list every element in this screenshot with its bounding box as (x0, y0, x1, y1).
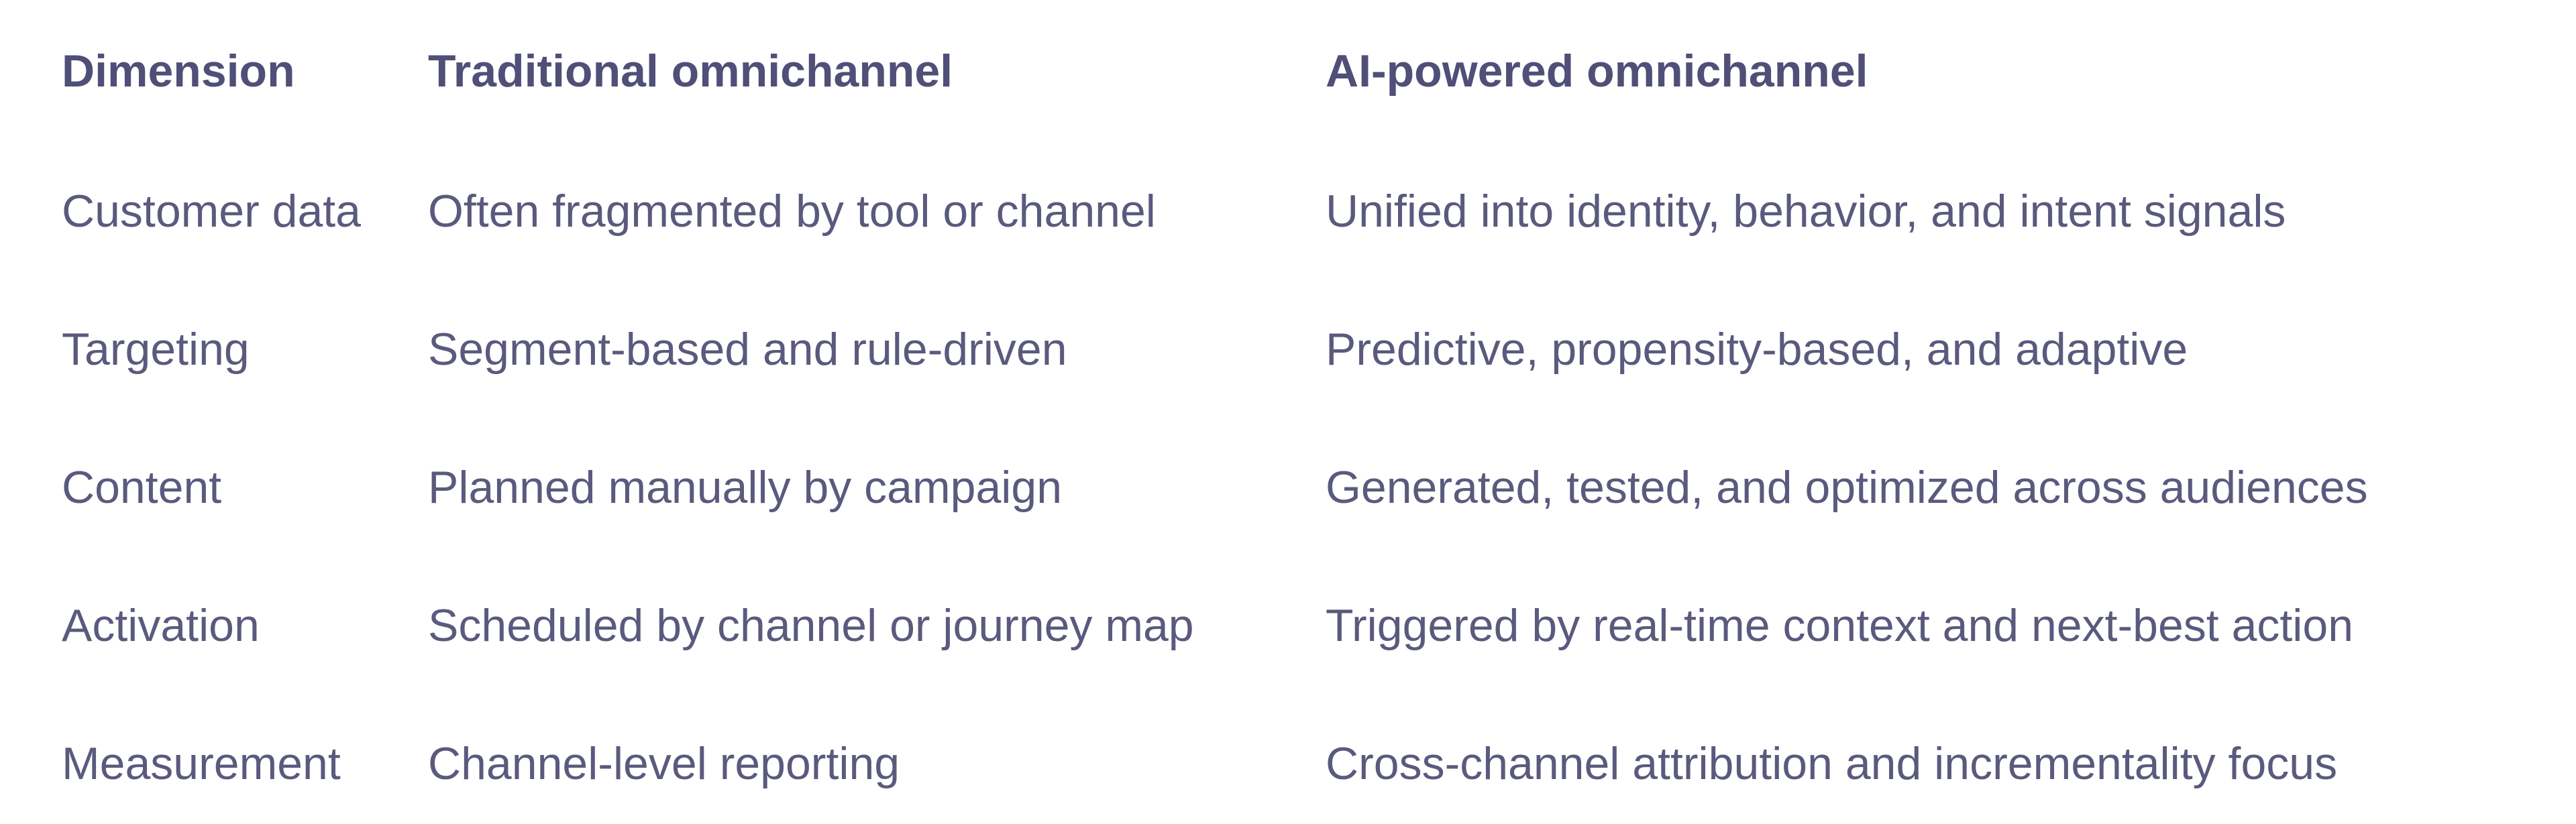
cell-ai-powered: Predictive, propensity-based, and adapti… (1326, 324, 2188, 375)
cell-traditional: Channel-level reporting (428, 738, 900, 789)
header-dimension: Dimension (62, 46, 295, 97)
cell-dimension: Targeting (62, 324, 250, 375)
cell-ai-powered: Cross-channel attribution and incrementa… (1326, 738, 2338, 789)
header-ai-powered-omnichannel: AI-powered omnichannel (1326, 46, 1868, 97)
table-row: Customer data Often fragmented by tool o… (55, 142, 2537, 280)
header-traditional-omnichannel: Traditional omnichannel (428, 46, 953, 97)
table-row: Measurement Channel-level reporting Cros… (55, 695, 2537, 824)
cell-traditional: Planned manually by campaign (428, 462, 1063, 513)
cell-traditional: Often fragmented by tool or channel (428, 186, 1156, 237)
comparison-table: Dimension Traditional omnichannel AI-pow… (55, 0, 2537, 824)
header-row: Dimension Traditional omnichannel AI-pow… (55, 0, 2537, 142)
cell-dimension: Activation (62, 600, 260, 651)
table-body: Customer data Often fragmented by tool o… (55, 142, 2537, 824)
cell-dimension: Customer data (62, 186, 361, 237)
table-row: Content Planned manually by campaign Gen… (55, 418, 2537, 556)
cell-dimension: Measurement (62, 738, 341, 789)
table-header: Dimension Traditional omnichannel AI-pow… (55, 0, 2537, 142)
cell-ai-powered: Generated, tested, and optimized across … (1326, 462, 2368, 513)
table-row: Activation Scheduled by channel or journ… (55, 556, 2537, 695)
table-row: Targeting Segment-based and rule-driven … (55, 280, 2537, 418)
cell-ai-powered: Triggered by real-time context and next-… (1326, 600, 2354, 651)
cell-traditional: Segment-based and rule-driven (428, 324, 1067, 375)
cell-traditional: Scheduled by channel or journey map (428, 600, 1194, 651)
cell-ai-powered: Unified into identity, behavior, and int… (1326, 186, 2286, 237)
cell-dimension: Content (62, 462, 222, 513)
